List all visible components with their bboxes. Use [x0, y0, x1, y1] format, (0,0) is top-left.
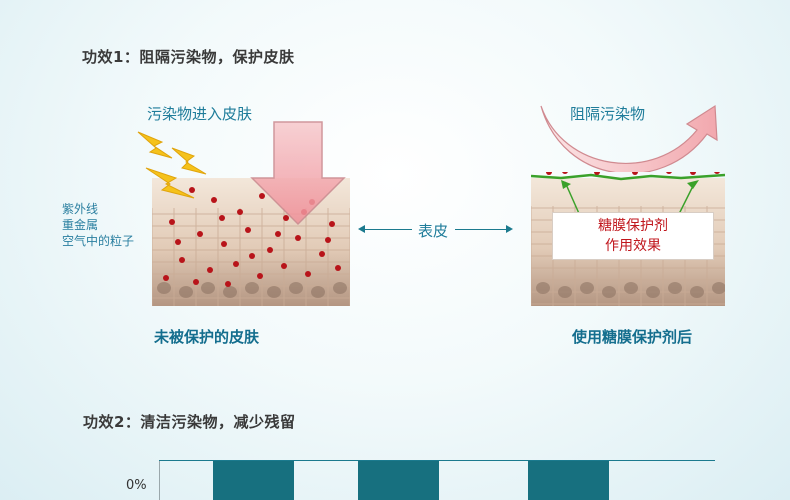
- section1-title: 功效1：阻隔污染物，保护皮肤: [82, 48, 295, 66]
- side-label-metal: 重金属: [62, 218, 99, 232]
- arrow-head-left: [358, 225, 365, 233]
- chart-gridline: [159, 460, 715, 461]
- bar-3: [528, 461, 609, 500]
- protected-caption: 使用糖膜保护剂后: [572, 328, 693, 346]
- arrow-line-right: [455, 229, 507, 230]
- block-pollutant-label: 阻隔污染物: [570, 105, 646, 123]
- lightning-icon: [132, 128, 222, 208]
- down-arrow-icon: [250, 120, 346, 226]
- film-effect-line1: 糖膜保护剂: [598, 218, 668, 234]
- film-effect-box: 糖膜保护剂 作用效果: [552, 212, 714, 260]
- arrow-head-right: [506, 225, 513, 233]
- side-label-particles: 空气中的粒子: [62, 234, 135, 248]
- bar-1: [213, 461, 294, 500]
- epidermis-label: 表皮: [418, 222, 449, 240]
- y-tick-0: 0%: [126, 478, 147, 493]
- pollutant-enter-label: 污染物进入皮肤: [147, 105, 253, 123]
- bar-2: [358, 461, 439, 500]
- chart-y-axis: [159, 460, 160, 500]
- double-arrow-icon: [362, 229, 412, 230]
- side-label-uv: 紫外线: [62, 202, 99, 216]
- curved-arrow-icon: [533, 100, 723, 175]
- unprotected-caption: 未被保护的皮肤: [154, 328, 260, 346]
- film-effect-line2: 作用效果: [605, 238, 661, 254]
- section2-title: 功效2：清洁污染物，减少残留: [83, 413, 296, 431]
